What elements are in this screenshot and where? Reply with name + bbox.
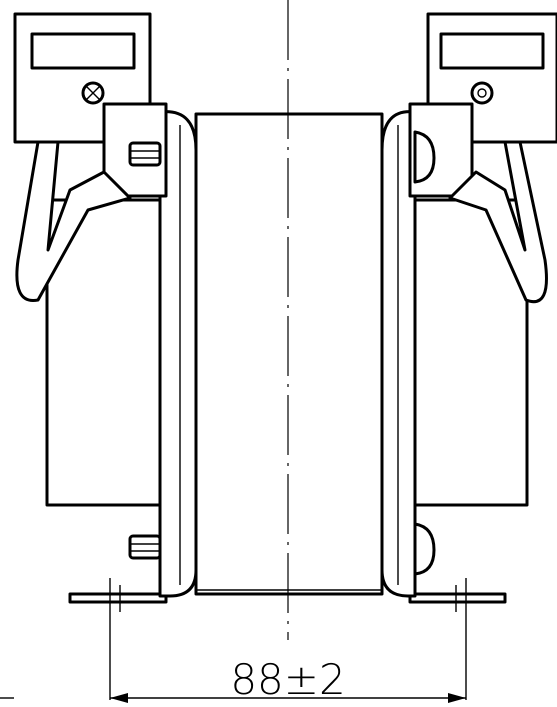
left-terminal-leg (15, 140, 132, 302)
nut-top-right-icon (413, 130, 436, 184)
left-screw-icon (81, 81, 105, 105)
right-label-window (439, 32, 545, 70)
right-terminal-leg (448, 140, 548, 303)
coil-center (194, 112, 384, 596)
left-bracket (158, 110, 198, 598)
bolt-top-left-icon (128, 141, 162, 167)
left-label-window (30, 32, 136, 70)
dimension-label: 88±2 (230, 655, 345, 704)
left-foot (68, 592, 168, 604)
right-screw-icon (470, 81, 494, 105)
bolt-bottom-left-icon (128, 534, 162, 560)
right-foot (408, 592, 507, 604)
nut-bottom-right-icon (413, 522, 436, 576)
